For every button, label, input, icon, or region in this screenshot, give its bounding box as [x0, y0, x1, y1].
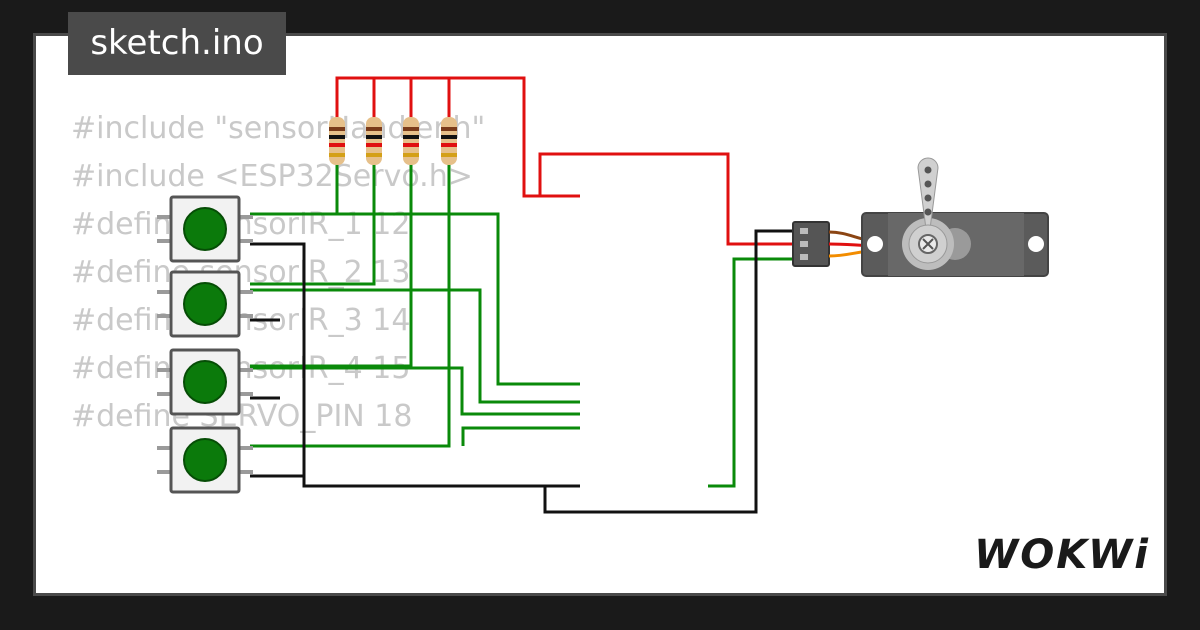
pushbutton-3[interactable] — [157, 348, 253, 416]
file-tab[interactable]: sketch.ino — [68, 12, 286, 75]
code-line: #include <ESP32Servo.h> — [71, 159, 473, 194]
pushbutton-1[interactable] — [157, 195, 253, 263]
resistor-2[interactable] — [366, 117, 382, 165]
servo-connector[interactable] — [792, 221, 830, 267]
code-line: #include "sensorHandler.h" — [71, 111, 486, 146]
pushbutton-2[interactable] — [157, 270, 253, 338]
wokwi-logo: WOKWi — [974, 532, 1150, 578]
black-wires — [250, 229, 800, 514]
resistor-3[interactable] — [403, 117, 419, 165]
servo-motor[interactable] — [861, 157, 1049, 277]
wokwi-logo-text: WOKWi — [974, 532, 1150, 578]
file-tab-label: sketch.ino — [90, 23, 264, 63]
resistor-4[interactable] — [441, 117, 457, 165]
green-wires — [250, 164, 800, 488]
red-wires — [335, 76, 800, 246]
resistor-1[interactable] — [329, 117, 345, 165]
pushbutton-4[interactable] — [157, 426, 253, 494]
